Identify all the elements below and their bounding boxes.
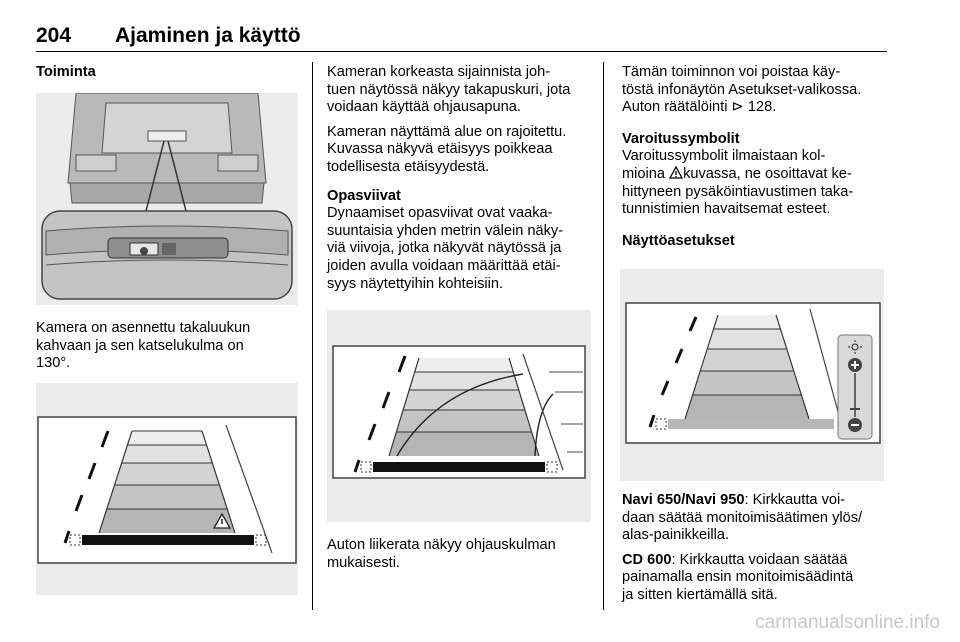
column-divider-1 xyxy=(312,62,313,610)
text-line: joiden avulla voidaan määrittää etäi- xyxy=(327,257,561,274)
text-line: Tämän toiminnon voi poistaa käy- xyxy=(622,64,841,80)
text-line: painamalla ensin monitoimisäädintä xyxy=(622,569,854,586)
section-heading-varoitussymbolit: Varoitussymbolit xyxy=(622,130,740,147)
chapter-title: Ajaminen ja käyttö xyxy=(115,24,301,47)
page-reference-icon: ⊳ xyxy=(731,99,744,116)
model-label-navi: Navi 650/Navi 950 xyxy=(622,492,745,508)
text-line: hittyneen pysäköintiavustimen taka- xyxy=(622,183,854,200)
column-1: Toiminta xyxy=(36,64,302,82)
text-line: Kameran näyttämä alue on rajoitettu. xyxy=(327,123,567,140)
caption-line: 130°. xyxy=(36,355,71,372)
text-line: todellisesta etäisyydestä. xyxy=(327,158,490,175)
text-line: daan säätää monitoimisäätimen ylös/ xyxy=(622,509,863,526)
text-line: ja sitten kiertämällä sitä. xyxy=(622,586,778,603)
caption-line: mukaisesti. xyxy=(327,554,400,571)
text-line: tuen näytössä näkyy takapuskuri, jota xyxy=(327,81,571,98)
text-line: suuntaisia yhden metrin välein näky- xyxy=(327,222,564,239)
page-reference: 128. xyxy=(747,99,777,116)
text-line: viä viivoja, jotka näkyvät näytössä ja xyxy=(327,240,562,257)
caption-line: Kamera on asennettu takaluukun xyxy=(36,320,251,336)
column-3: Tämän toiminnon voi poistaa käy- töstä i… xyxy=(622,64,892,250)
text-line: Auton räätälöinti ⊳ 128. xyxy=(622,99,892,117)
text-line: Kameran korkeasta sijainnista joh- xyxy=(327,64,551,80)
text-line: Kuvassa näkyvä etäisyys poikkeaa xyxy=(327,141,553,158)
column-2: Kameran korkeasta sijainnista joh- tuen … xyxy=(327,64,597,293)
display-settings-illustration xyxy=(620,269,884,481)
text-line: tunnistimien havaitsemat esteet. xyxy=(622,201,831,218)
text-line: alas-painikkeilla. xyxy=(622,527,730,544)
text-fragment: : Kirkkautta voidaan säätää xyxy=(671,551,848,568)
section-heading-opasviivat: Opasviivat xyxy=(327,187,401,204)
caption-line: Auton liikerata näkyy ohjauskulman xyxy=(327,537,556,553)
caption-camera-position: Kamera on asennettu takaluukun kahvaan j… xyxy=(36,320,302,373)
warning-triangle-icon xyxy=(669,165,684,179)
link-text: Auton räätälöinti xyxy=(622,99,728,116)
header-rule xyxy=(36,51,887,52)
text-fragment: kuvassa, ne osoittavat ke- xyxy=(683,165,852,182)
text-line: mioina kuvassa, ne osoittavat ke- xyxy=(622,165,892,184)
text-line: syys näytettyihin kohteisiin. xyxy=(327,275,504,292)
text-line: töstä infonäytön Asetukset-valikossa. xyxy=(622,81,862,98)
text-line: Dynaamiset opasviivat ovat vaaka- xyxy=(327,205,553,222)
page-number: 204 xyxy=(36,24,72,47)
figure-tailgate-camera xyxy=(36,93,298,305)
section-heading-toiminta: Toiminta xyxy=(36,64,96,80)
figure-display-settings xyxy=(620,269,884,481)
caption-line: kahvaan ja sen katselukulma on xyxy=(36,337,244,354)
tailgate-camera-illustration xyxy=(36,93,298,305)
text-line: Varoitussymbolit ilmaistaan kol- xyxy=(622,148,826,165)
figure-dynamic-guidelines xyxy=(327,310,591,522)
watermark: carmanualsonline.info xyxy=(755,612,940,633)
column-divider-2 xyxy=(603,62,604,610)
text-fragment: : Kirkkautta voi- xyxy=(744,492,846,508)
display-settings-text: Navi 650/Navi 950: Kirkkautta voi- daan … xyxy=(622,492,894,605)
guideline-display-illustration xyxy=(36,383,298,595)
section-heading-nayttoasetukset: Näyttöasetukset xyxy=(622,232,735,249)
dynamic-guidelines-illustration xyxy=(327,310,591,522)
text-fragment: mioina xyxy=(622,165,665,182)
model-label-cd: CD 600 xyxy=(622,551,672,568)
page-header: 204 Ajaminen ja käyttö xyxy=(36,24,886,52)
text-line: Navi 650/Navi 950: Kirkkautta voi- xyxy=(622,492,894,510)
caption-trajectory: Auton liikerata näkyy ohjauskulman mukai… xyxy=(327,537,597,572)
figure-guideline-display xyxy=(36,383,298,595)
text-line: CD 600: Kirkkautta voidaan säätää xyxy=(622,552,894,570)
text-line: voidaan käyttää ohjausapuna. xyxy=(327,99,521,116)
